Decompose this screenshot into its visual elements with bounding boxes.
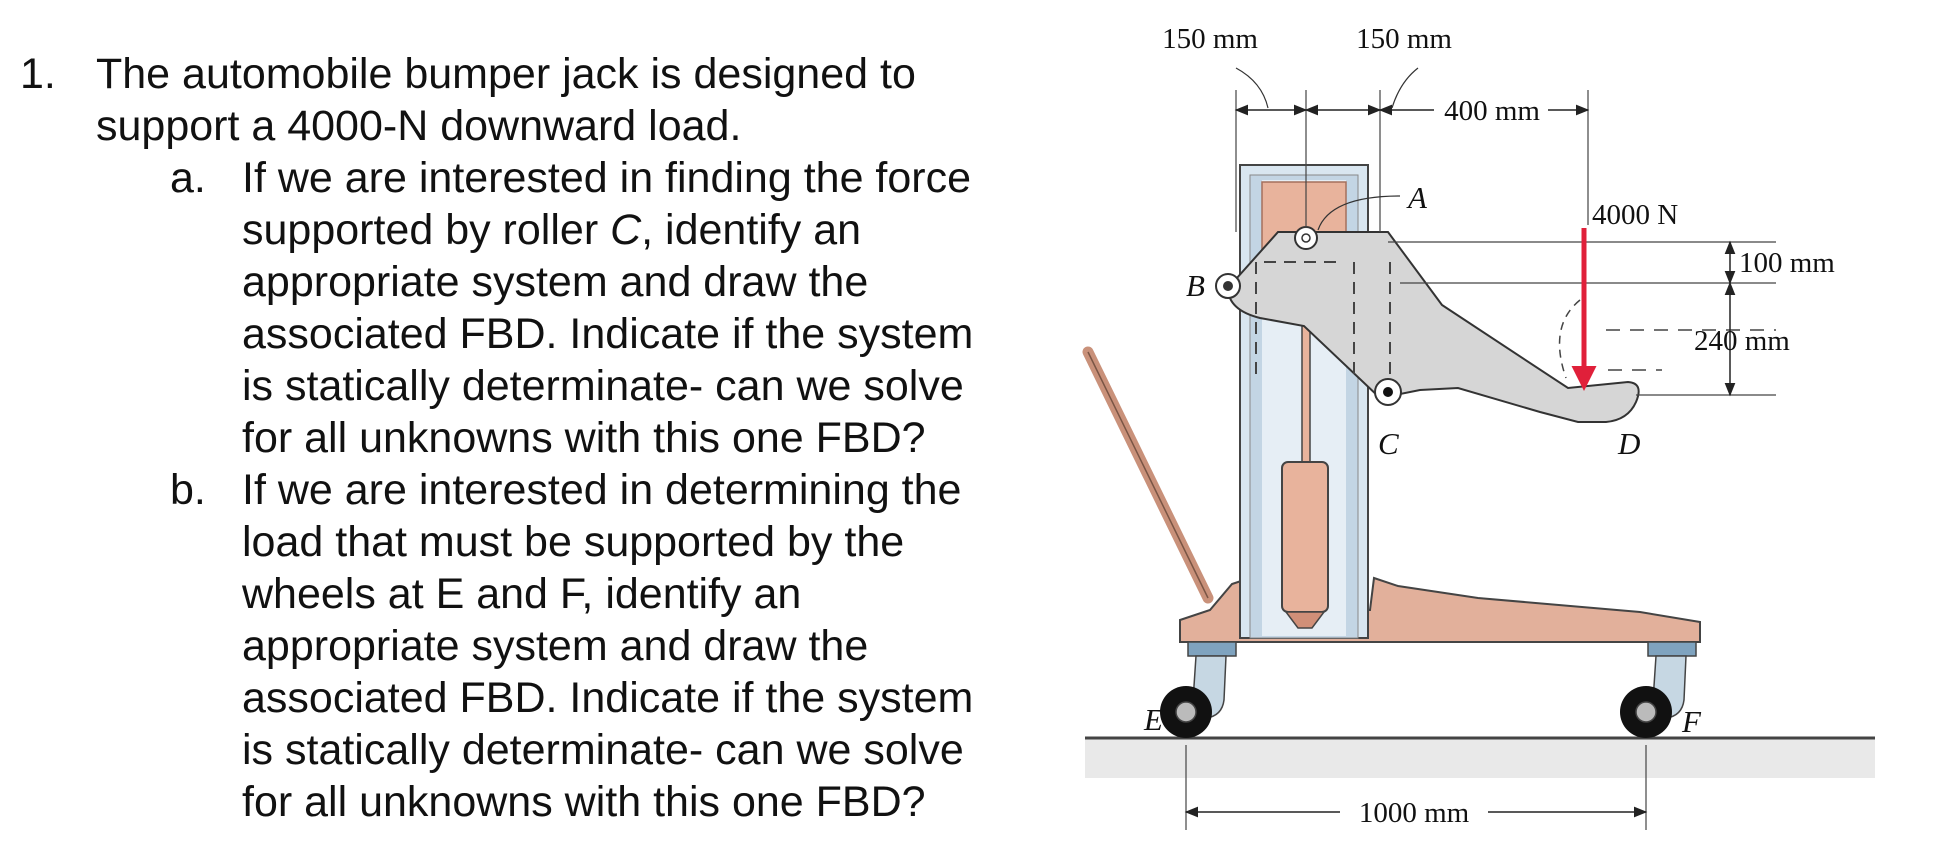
part-b-line-7: for all unknowns with this one FBD?	[242, 778, 926, 826]
part-a-line-2: supported by roller C, identify an	[20, 206, 861, 254]
part-a-line: a. If we are interested in finding the f…	[20, 152, 1060, 204]
part-a-line-6: for all unknowns with this one FBD?	[242, 414, 926, 462]
pin-icon	[1215, 273, 1241, 299]
part-b-marker: b.	[170, 466, 206, 514]
problem-line: support a 4000-N downward load.	[20, 100, 1060, 152]
dim-240-label: 240 mm	[1694, 325, 1790, 357]
part-b-line: wheels at E and F, identify an	[20, 568, 1060, 620]
part-a-line: for all unknowns with this one FBD?	[20, 412, 1060, 464]
pin-icon	[1294, 226, 1318, 250]
label-d: D	[1617, 426, 1640, 461]
part-b-line: load that must be supported by the	[20, 516, 1060, 568]
label-b: B	[1186, 268, 1205, 303]
dim-150-left-label: 150 mm	[1162, 23, 1258, 55]
part-a-line: appropriate system and draw the	[20, 256, 1060, 308]
part-a-line-3: appropriate system and draw the	[242, 258, 869, 306]
part-a-line-2-before: supported by roller	[242, 206, 611, 254]
wheel-icon	[1620, 686, 1672, 738]
part-a-line-5: is statically determinate- can we solve	[242, 362, 964, 410]
part-a-line-2-after: , identify an	[641, 206, 862, 254]
problem-line: 1. The automobile bumper jack is designe…	[20, 48, 1060, 100]
part-a-line: supported by roller C, identify an	[20, 204, 1060, 256]
part-b-line-3: wheels at E and F, identify an	[242, 570, 802, 618]
dim-150-right-label: 150 mm	[1356, 23, 1452, 55]
part-b-line-5: associated FBD. Indicate if the system	[242, 674, 974, 722]
wheel-mount-left	[1187, 641, 1237, 657]
bumper-jack-figure: 150 mm 150 mm 400 mm A B C D E F 100 mm …	[1082, 23, 1875, 830]
dim-400-label: 400 mm	[1444, 95, 1540, 127]
problem-text: 1. The automobile bumper jack is designe…	[20, 48, 1060, 828]
part-b-line-4: appropriate system and draw the	[242, 622, 869, 670]
part-b-line: b. If we are interested in determining t…	[20, 464, 1060, 516]
problem-intro-line-2: support a 4000-N downward load.	[96, 102, 742, 150]
label-a: A	[1406, 180, 1428, 215]
part-b-line-1: If we are interested in determining the	[242, 466, 962, 514]
part-a-line-1: If we are interested in finding the forc…	[242, 154, 972, 202]
part-b-line: associated FBD. Indicate if the system	[20, 672, 1060, 724]
piston-cylinder	[1281, 461, 1329, 613]
part-b-line: for all unknowns with this one FBD?	[20, 776, 1060, 828]
dim-100-label: 100 mm	[1739, 247, 1835, 279]
jack-arm	[1226, 231, 1640, 423]
dim-1000-label: 1000 mm	[1359, 797, 1470, 829]
wheel-mount-right	[1647, 641, 1697, 657]
ground	[1085, 738, 1875, 778]
part-b-line-6: is statically determinate- can we solve	[242, 726, 964, 774]
roller-c-italic: C	[610, 206, 642, 254]
label-c: C	[1378, 426, 1399, 461]
problem-intro-line-1: The automobile bumper jack is designed t…	[96, 50, 916, 98]
part-a-line-4: associated FBD. Indicate if the system	[242, 310, 974, 358]
part-a-line: associated FBD. Indicate if the system	[20, 308, 1060, 360]
problem-number: 1.	[20, 50, 56, 98]
part-b-line: is statically determinate- can we solve	[20, 724, 1060, 776]
part-a-line: is statically determinate- can we solve	[20, 360, 1060, 412]
wheel-icon	[1160, 686, 1212, 738]
label-f: F	[1681, 704, 1702, 739]
part-b-line-2: load that must be supported by the	[242, 518, 905, 566]
load-label: 4000 N	[1592, 199, 1678, 231]
pin-icon	[1374, 378, 1402, 406]
label-e: E	[1143, 702, 1163, 737]
part-a-marker: a.	[170, 154, 206, 202]
part-b-line: appropriate system and draw the	[20, 620, 1060, 672]
